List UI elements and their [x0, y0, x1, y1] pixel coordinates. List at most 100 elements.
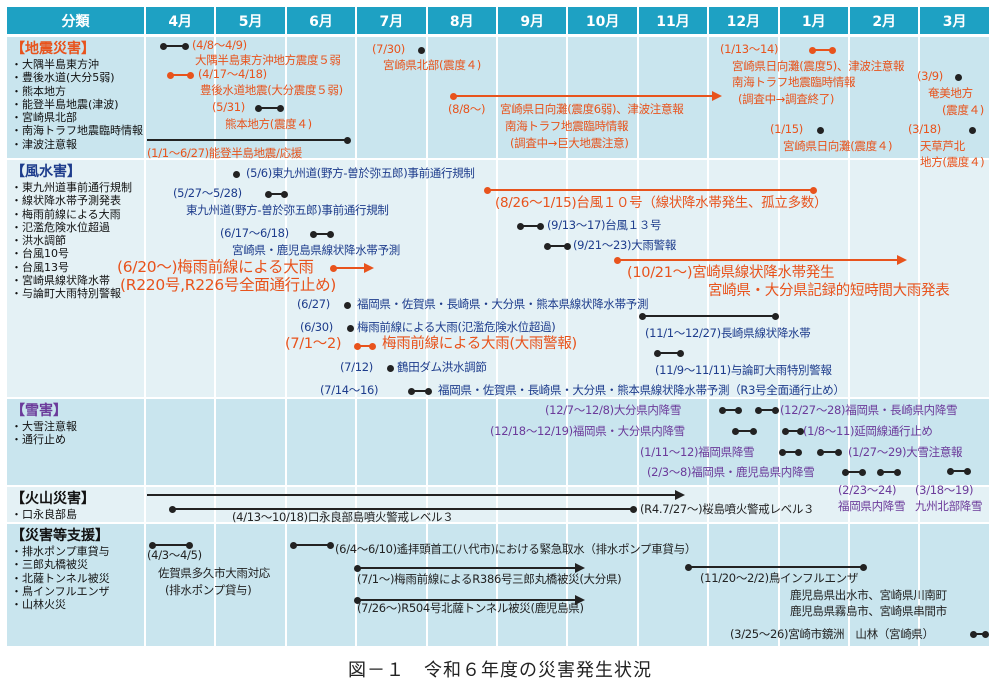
category-item: ・台風10号 — [11, 247, 69, 261]
start-dot-icon — [781, 427, 789, 435]
month-cell — [357, 524, 426, 646]
timeline-line — [735, 430, 753, 432]
end-dot-icon — [276, 104, 284, 112]
arrow-head-icon — [364, 263, 374, 273]
event-marker — [264, 190, 288, 198]
start-dot-icon — [516, 222, 524, 230]
month-cell — [850, 37, 919, 158]
month-cell — [920, 487, 989, 522]
category-item: ・通行止め — [11, 433, 66, 447]
category-band: 【火山災害】・口永良部島 — [7, 487, 993, 522]
event-label: (1/1～6/27)能登半島地震/応援 — [147, 146, 302, 160]
category-item: ・東九州道事前通行規制 — [11, 181, 132, 194]
end-dot-icon — [536, 222, 544, 230]
category-title: 【災害等支援】 — [11, 528, 109, 544]
event-label: 鹿児島県霧島市、宮崎県串間市 — [790, 604, 947, 618]
event-marker — [386, 364, 394, 372]
event-label: (R4.7/27～)桜島噴火警戒レベル３ — [640, 502, 815, 516]
month-cell — [709, 524, 778, 646]
end-dot-icon — [809, 186, 817, 194]
start-dot-icon — [684, 563, 692, 571]
event-marker — [876, 468, 901, 476]
timeline-line — [333, 267, 372, 269]
timeline-line — [172, 508, 633, 510]
event-label: 福岡県・佐賀県・長崎県・大分県・熊本県線状降水帯予測 — [357, 297, 649, 311]
event-marker — [808, 46, 836, 54]
month-cell — [779, 37, 848, 158]
month-cell — [216, 524, 285, 646]
end-dot-icon — [771, 312, 779, 320]
event-label: 宮崎県日向灘(震度6弱)、津波注意報 — [500, 102, 684, 116]
event-marker — [353, 342, 376, 350]
month-cell — [216, 399, 285, 485]
event-label: (6/20～)梅雨前線による大雨 — [117, 258, 314, 276]
month-cell — [427, 524, 496, 646]
end-dot-icon — [326, 541, 334, 549]
event-marker — [353, 595, 585, 605]
timeline-line — [547, 245, 567, 247]
timeline-line — [520, 225, 540, 227]
month-cell — [216, 487, 285, 522]
header-month: 10月 — [568, 7, 637, 34]
timeline-line — [758, 409, 775, 411]
event-label: 九州北部降雪 — [915, 499, 983, 513]
month-cell — [920, 160, 989, 397]
month-cell — [427, 37, 496, 158]
start-dot-icon — [946, 467, 954, 475]
start-dot-icon — [264, 190, 272, 198]
timeline-line — [950, 470, 967, 472]
start-dot-icon — [386, 364, 394, 372]
month-cell — [357, 160, 426, 397]
event-label: (排水ポンプ貸与) — [165, 583, 252, 597]
start-dot-icon — [876, 468, 884, 476]
start-dot-icon — [159, 42, 167, 50]
event-label: (9/21～23)大雨警報 — [573, 238, 677, 252]
start-dot-icon — [417, 46, 425, 54]
event-label: (5/27～5/28) — [173, 186, 242, 200]
event-label: (2/23～24) — [838, 483, 897, 497]
month-cell — [146, 37, 215, 158]
start-dot-icon — [613, 256, 621, 264]
month-cell — [357, 399, 426, 485]
event-marker — [968, 126, 976, 134]
event-label: (12/18～12/19)福岡県・大分県内降雪 — [490, 424, 685, 438]
category-band: 【雪害】・大雪注意報・通行止め — [7, 399, 993, 485]
start-dot-icon — [168, 505, 176, 513]
event-label: 鹿児島県出水市、宮崎県川南町 — [790, 588, 947, 602]
event-marker — [613, 255, 907, 265]
start-dot-icon — [254, 104, 262, 112]
event-label: 南海トラフ地震臨時情報 — [505, 119, 629, 133]
event-label: (調査中→調査終了) — [738, 92, 835, 106]
timeline-line — [812, 49, 832, 51]
event-marker — [168, 505, 637, 513]
month-cell — [850, 487, 919, 522]
end-dot-icon — [981, 630, 989, 638]
event-marker — [816, 126, 824, 134]
event-label: (7/14～16) — [320, 383, 379, 397]
event-label: (6/4～6/10)遙拝頭首工(八代市)における緊急取水（排水ポンプ車貸与） — [335, 542, 697, 556]
month-cell — [779, 487, 848, 522]
month-cell — [779, 524, 848, 646]
category-cell — [7, 487, 144, 522]
category-label: 【地震災害】・大隅半島東方沖・豊後水道(大分5弱)・熊本地方・能登半島地震(津波… — [11, 40, 143, 151]
event-label: (調査中→巨大地震注意) — [510, 136, 629, 150]
timeline-line — [785, 430, 800, 432]
end-dot-icon — [858, 468, 866, 476]
event-label: 地方(震度４) — [920, 155, 985, 169]
event-label: 大隅半島東方沖地方震度５弱 — [195, 53, 341, 67]
event-label: 宮崎県日向灘(震度5)、津波注意報 — [732, 59, 905, 73]
start-dot-icon — [543, 242, 551, 250]
event-label: (10/21～)宮崎県線状降水帯発生 — [627, 265, 835, 281]
end-dot-icon — [629, 505, 637, 513]
category-band: 【災害等支援】・排水ポンプ車貸与・三郎丸橋被災・北薩トンネル被災・鳥インフルエン… — [7, 524, 993, 646]
event-label: 梅雨前線による大雨(大雨警報) — [382, 336, 577, 352]
start-dot-icon — [449, 92, 457, 100]
category-item: ・線状降水帯予測発表 — [11, 194, 121, 208]
start-dot-icon — [653, 349, 661, 357]
category-item: ・台風13号 — [11, 260, 69, 274]
timeline-line — [293, 544, 330, 546]
category-item: ・宮崎県線状降水帯 — [11, 274, 110, 288]
event-label: 豊後水道地震(大分震度５弱) — [200, 83, 343, 97]
timeline-line — [147, 139, 347, 141]
month-cell — [638, 399, 708, 485]
